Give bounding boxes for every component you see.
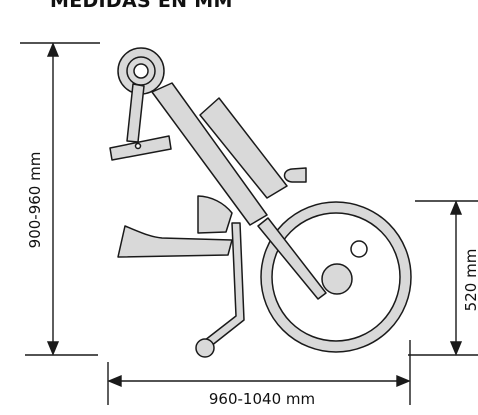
wheel-fender: [197, 195, 233, 234]
crank-hub-center: [133, 63, 149, 79]
pedal-handle-hole: [134, 142, 142, 150]
height-arrow-bottom: [46, 341, 60, 356]
crank-arm: [126, 83, 145, 143]
wheel-height-label: 520 mm: [462, 249, 478, 312]
wheel-arrow-top: [449, 200, 463, 215]
height-arrow-top: [46, 42, 60, 57]
wheel-height-dimension: [408, 200, 478, 356]
caster-wheel: [195, 338, 215, 358]
drive-wheel-axle-bolt: [350, 240, 368, 258]
drive-wheel: [260, 201, 412, 353]
length-arrow-right: [396, 374, 411, 388]
front-light: [283, 167, 307, 183]
seat: [117, 225, 233, 258]
pedal-handle: [109, 135, 172, 161]
battery-pack: [199, 97, 288, 199]
diagram-title: MEDIDAS EN MM: [50, 0, 233, 12]
height-label: 900-960 mm: [26, 152, 44, 249]
wheel-arrow-bottom: [449, 341, 463, 356]
length-label: 960-1040 mm: [209, 390, 315, 408]
height-dimension: [20, 42, 100, 356]
drive-wheel-motor-hub: [321, 263, 353, 295]
length-dimension: [107, 340, 411, 405]
crank-hub: [117, 47, 165, 95]
length-arrow-left: [107, 374, 122, 388]
fork-arm: [257, 217, 327, 300]
steering-column: [151, 82, 268, 226]
